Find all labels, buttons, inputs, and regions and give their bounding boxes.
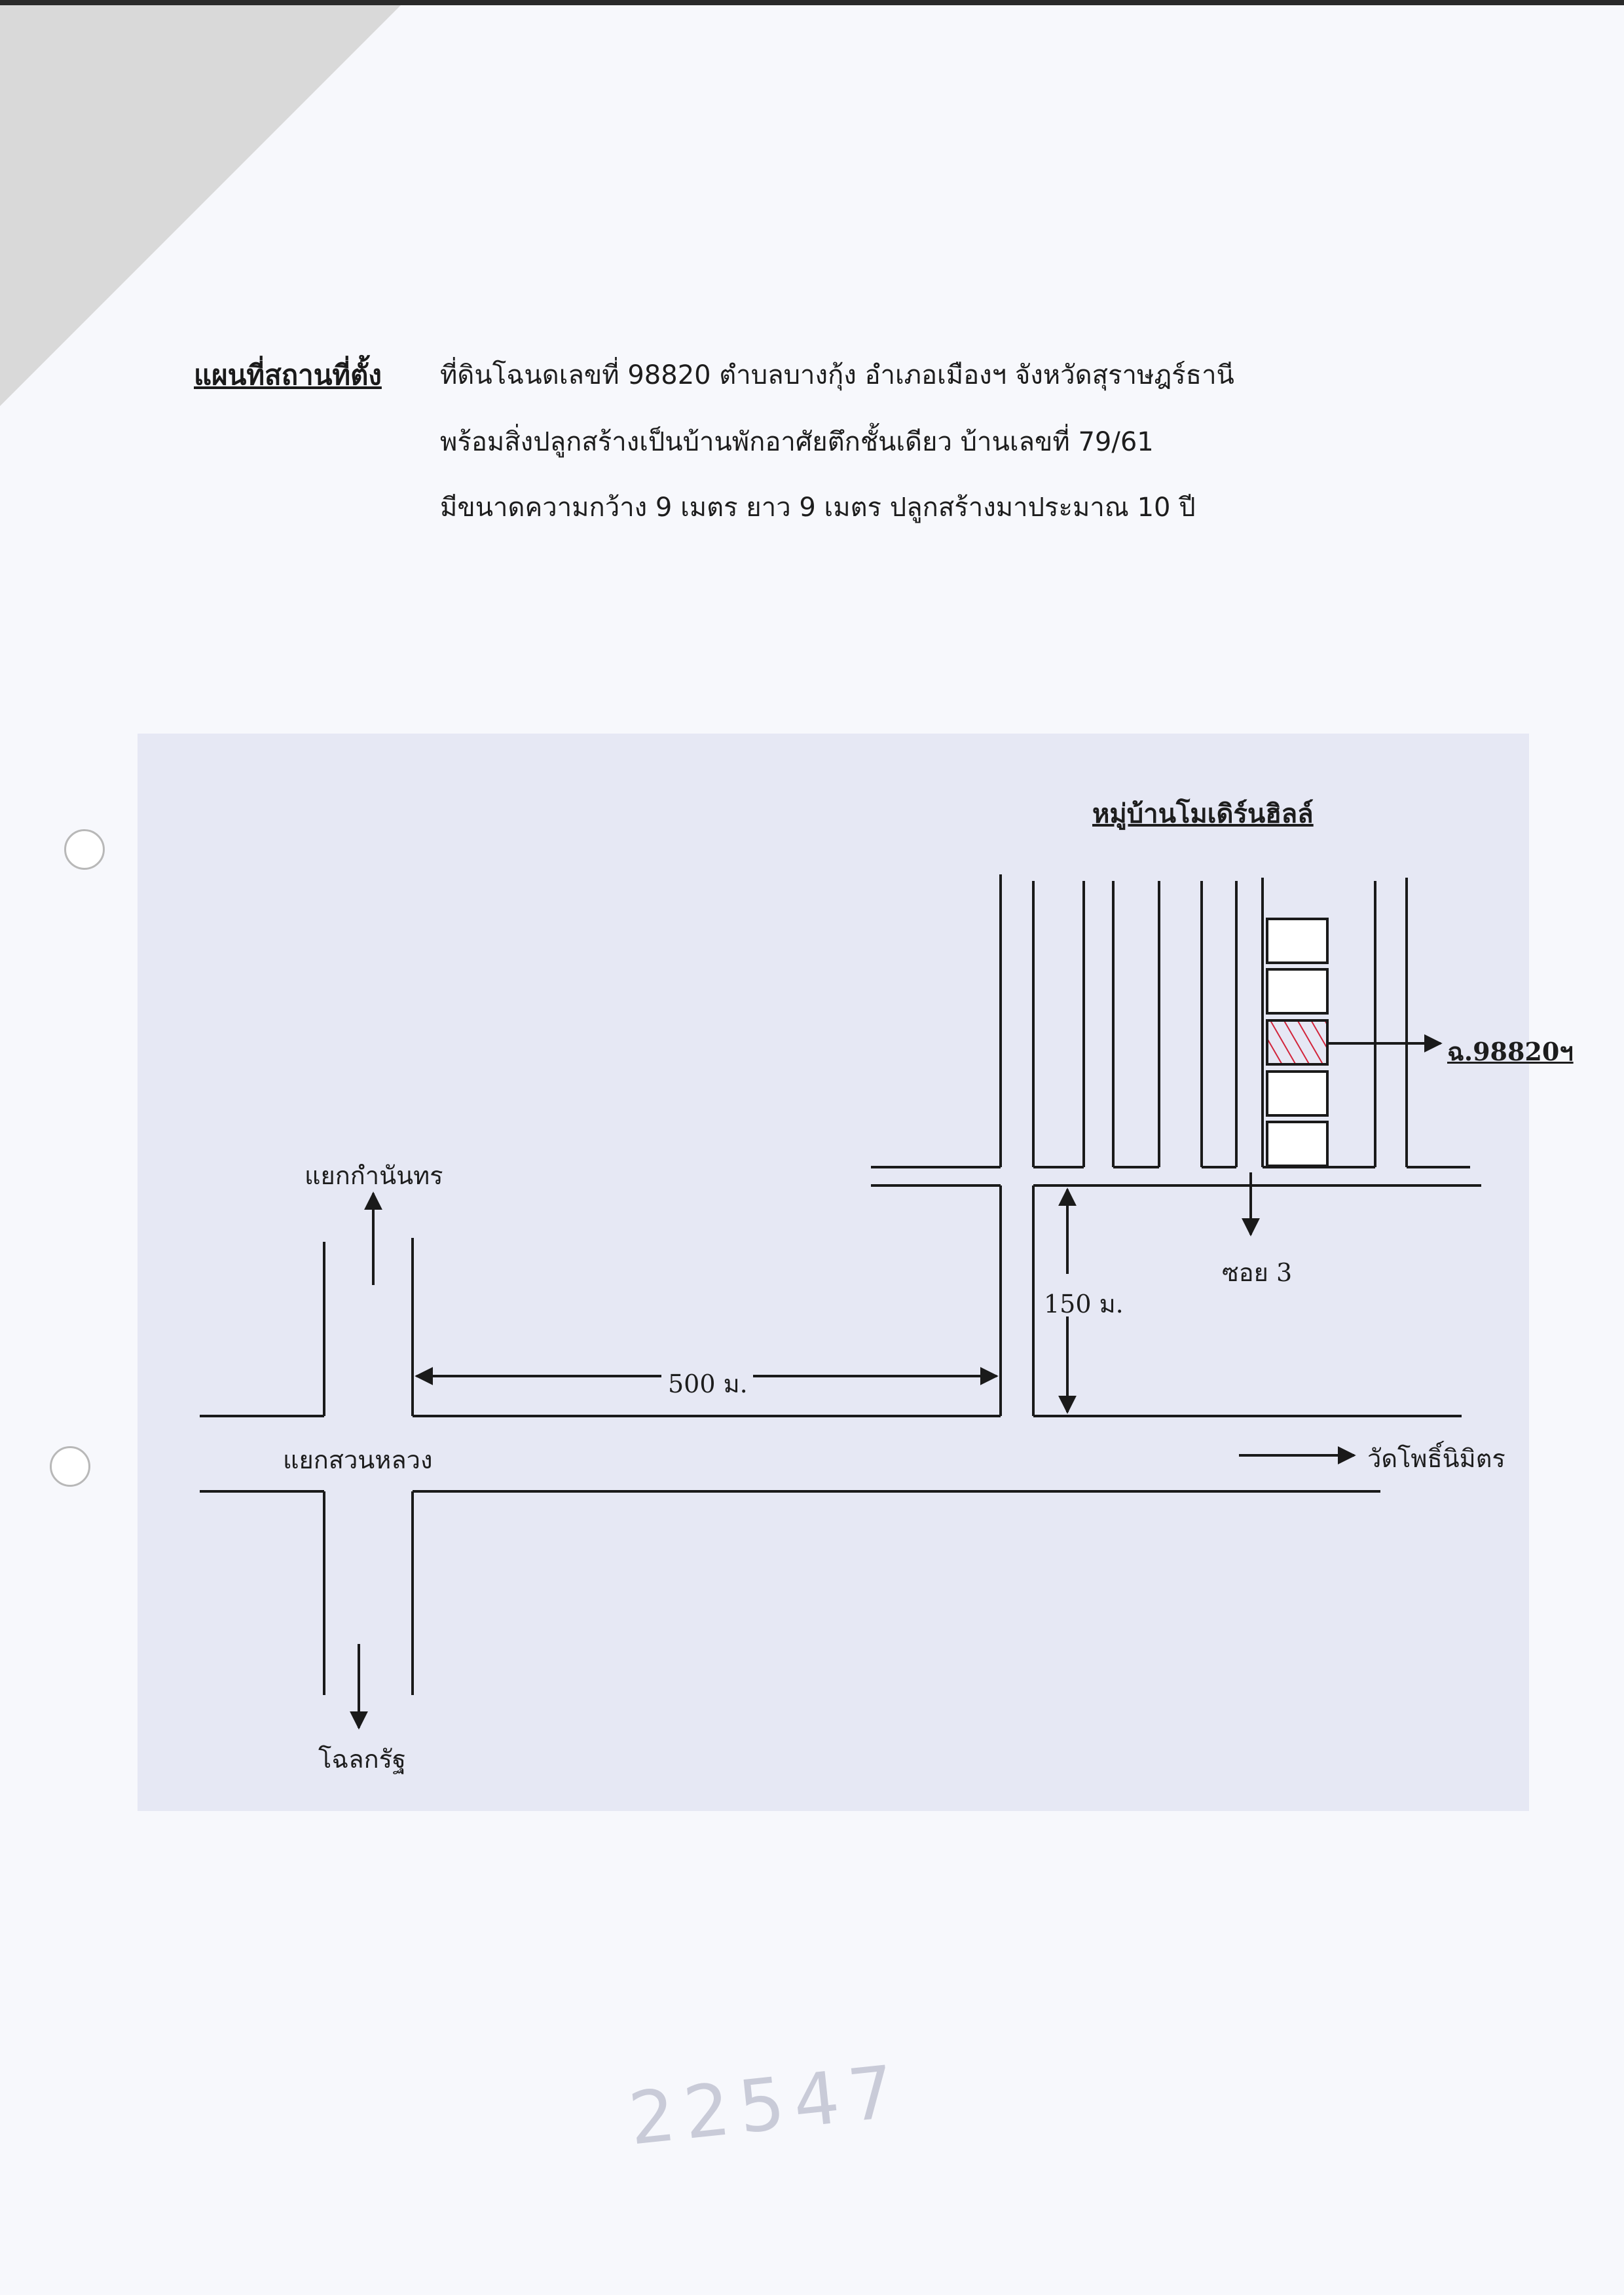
house-plots bbox=[1266, 918, 1329, 1167]
document-header: แผนที่สถานที่ตั้ง ที่ดินโฉนดเลขที่ 98820… bbox=[0, 0, 1624, 537]
punch-hole bbox=[64, 829, 105, 870]
map-title: แผนที่สถานที่ตั้ง bbox=[194, 359, 382, 391]
distance-horizontal-label: 500 ม. bbox=[668, 1370, 748, 1398]
scan-folded-corner bbox=[0, 0, 406, 406]
soi-label: ซอย 3 bbox=[1222, 1258, 1293, 1287]
distance-vertical-label: 150 ม. bbox=[1044, 1290, 1124, 1318]
map-background-panel bbox=[138, 734, 1529, 1811]
village-name-label: หมู่บ้านโมเดิร์นฮิลล์ bbox=[1092, 798, 1314, 829]
junction-main-label: แยกสวนหลวง bbox=[283, 1446, 433, 1474]
plot-deed-label: ฉ.98820ฯ bbox=[1447, 1037, 1574, 1066]
deed-description-line-1: ที่ดินโฉนดเลขที่ 98820 ตำบลบางกุ้ง อำเภอ… bbox=[440, 360, 1234, 390]
house-plot bbox=[1266, 968, 1329, 1015]
deed-description-line-2: พร้อมสิ่งปลูกสร้างเป็นบ้านพักอาศัยตึกชั้… bbox=[440, 427, 1154, 457]
house-plot bbox=[1266, 1070, 1329, 1117]
house-plot bbox=[1266, 1121, 1329, 1167]
direction-east-label: วัดโพธิ์นิมิตร bbox=[1367, 1444, 1505, 1473]
direction-south-label: โฉลกรัฐ bbox=[318, 1745, 406, 1774]
deed-description-line-3: มีขนาดความกว้าง 9 เมตร ยาว 9 เมตร ปลูกสร… bbox=[440, 493, 1196, 523]
house-plot bbox=[1266, 918, 1329, 964]
arrows bbox=[350, 1034, 1443, 1730]
punch-hole bbox=[50, 1446, 90, 1487]
subject-house-plot bbox=[1266, 1019, 1329, 1066]
scan-top-edge bbox=[0, 0, 1624, 5]
road-lines bbox=[200, 874, 1481, 1695]
junction-north-label: แยกกำนันทร bbox=[304, 1161, 443, 1190]
